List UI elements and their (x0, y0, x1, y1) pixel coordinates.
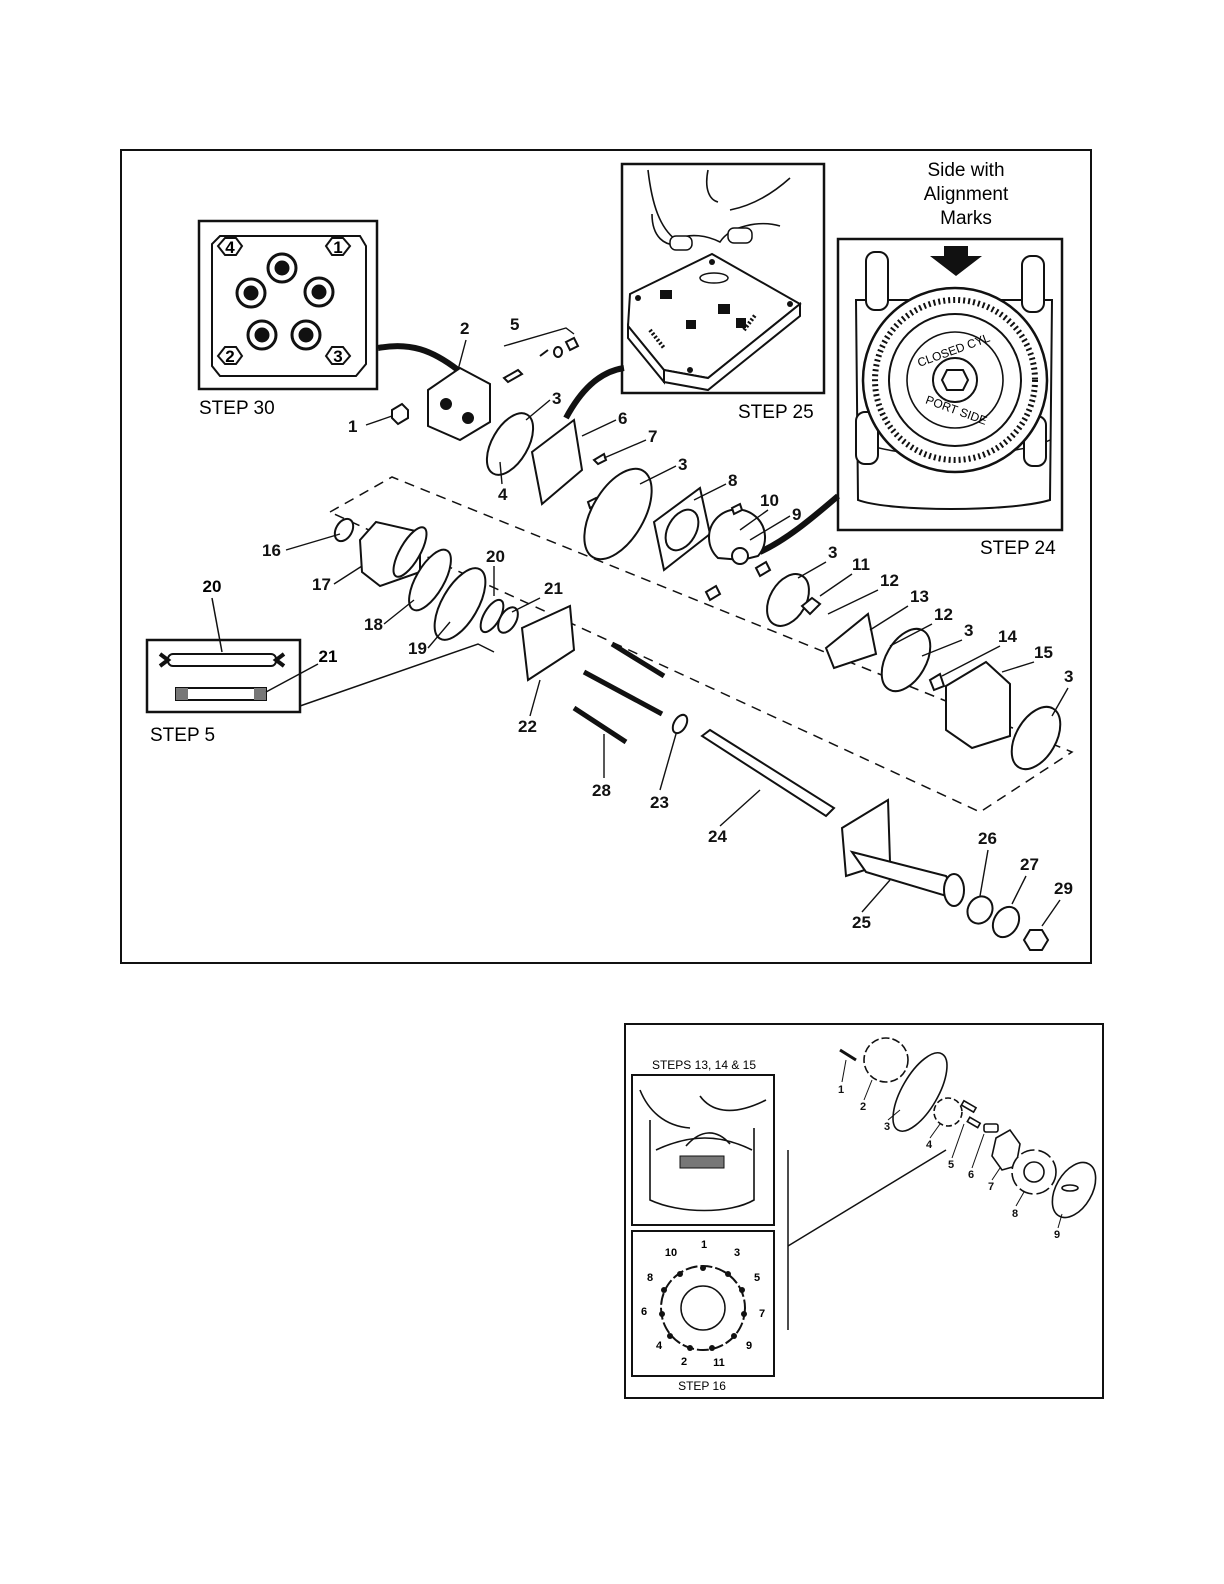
seq-7: 7 (759, 1308, 765, 1320)
sec-callout-8: 8 (1012, 1208, 1018, 1220)
seq-6: 6 (641, 1306, 647, 1318)
seq-2: 2 (681, 1356, 687, 1368)
sec-callout-2: 2 (860, 1101, 866, 1113)
sec-callout-9: 9 (1054, 1229, 1060, 1241)
secondary-parts (840, 1038, 1105, 1225)
seq-3: 3 (734, 1247, 740, 1259)
seq-8: 8 (647, 1272, 653, 1284)
seq-5: 5 (754, 1272, 760, 1284)
seq-1: 1 (701, 1239, 707, 1251)
step16-caption: STEP 16 (678, 1379, 726, 1393)
sec-callout-1: 1 (838, 1084, 844, 1096)
seq-4: 4 (656, 1340, 663, 1352)
sec-callout-4: 4 (926, 1139, 933, 1151)
seq-9: 9 (746, 1340, 752, 1352)
sec-callout-6: 6 (968, 1169, 974, 1181)
sec-callout-7: 7 (988, 1181, 994, 1193)
sec-callout-5: 5 (948, 1159, 954, 1171)
seq-10: 10 (665, 1247, 677, 1259)
steps-13-15-caption: STEPS 13, 14 & 15 (652, 1058, 756, 1072)
sec-callout-3: 3 (884, 1121, 890, 1133)
seq-11: 11 (713, 1357, 725, 1369)
